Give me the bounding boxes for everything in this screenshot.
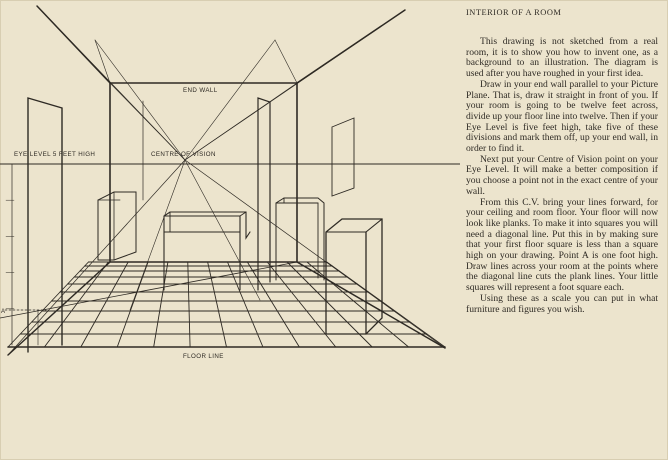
box-right [275,197,325,281]
floor-plank-line [326,261,446,348]
cv-ray [109,82,186,161]
cv-ray [129,159,186,311]
box-front-right [325,218,383,335]
floor-plank-line [187,261,191,348]
end-wall-label: END WALL [183,87,218,94]
centre-of-vision-label: CENTRE OF VISION [151,151,216,158]
paragraph-1: This drawing is not sketched from a real… [466,36,658,80]
cv-ray [184,159,446,349]
floor-plank-line [153,261,169,348]
eye-level-label: EYE LEVEL 5 FEET HIGH [14,151,95,158]
paragraph-3: Next put your Centre of Vision point on … [466,153,658,197]
paragraph-2: Draw in your end wall parallel to your P… [466,78,658,155]
floor-plank-line [286,261,373,348]
floor-plank-line [207,261,227,348]
cv-ray [184,39,276,161]
cv-ray [7,159,186,356]
cv-ray [94,39,186,161]
floor-plank-line [43,261,109,348]
table-top-side [239,211,247,217]
floor-plank-line [227,261,264,348]
floor-edge-right [296,261,446,349]
paragraph-4: From this C.V. bring your lines forward,… [466,196,658,294]
left-door [27,97,63,353]
right-window [331,117,355,197]
perspective-drawing: END WALL EYE LEVEL 5 FEET HIGH CENTRE OF… [0,5,460,360]
table-top-left [163,211,251,291]
floor-plank-line [266,261,337,348]
cv-ray [184,82,298,161]
floor-plank-line [246,261,300,348]
floor-plank-line [116,261,149,348]
floor-plank-line [80,261,129,348]
article-column: INTERIOR OF A ROOM This drawing is not s… [466,8,658,456]
paragraph-5: Using these as a scale you can put in wh… [466,292,658,315]
right-door [257,97,271,291]
floor-edge-left [7,261,111,356]
diagonal-line [0,261,298,319]
point-a-label: A [1,309,5,315]
floor-line-label: FLOOR LINE [183,353,224,360]
room-perspective-diagram: END WALL EYE LEVEL 5 FEET HIGH CENTRE OF… [0,5,460,360]
end-wall-outline [109,82,298,263]
cv-ray [184,159,261,301]
floor-plank-line [7,261,89,348]
box-front-top-side [365,218,383,233]
ceiling-line [94,39,111,84]
article-heading: INTERIOR OF A ROOM [466,8,562,17]
ceiling-line [274,39,298,84]
